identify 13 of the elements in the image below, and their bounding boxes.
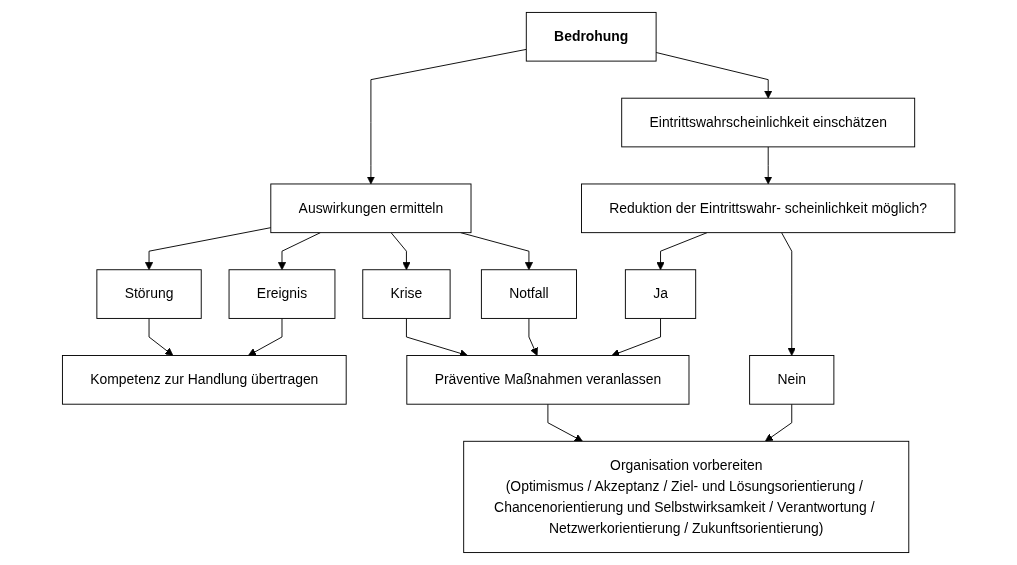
node-box: Reduktion der Eintrittswahr- scheinlichkeit möglich? [580, 183, 956, 234]
node-box: Bedrohung [525, 11, 657, 62]
node-box: Organisation vorbereiten (Optimismus / Akzeptanz / Ziel- und Lösungsorientierung / Chancenorientierung und Selbstwirksamkeit / Verantwortung / Netzwerkorientierung / Zukunftsorientierung) [463, 440, 910, 554]
node-box: Präventive Maßnahmen veranlassen [406, 355, 690, 405]
node-box: Notfall [480, 269, 577, 319]
node-box: Kompetenz zur Handlung übertragen [61, 355, 347, 405]
node-box: Krise [362, 269, 451, 319]
node-box: Nein [749, 355, 835, 405]
node-box: Ja [624, 269, 696, 319]
node-box: Auswirkungen ermitteln [270, 183, 472, 234]
node-box: Störung [96, 269, 202, 319]
node-box: Ereignis [228, 269, 336, 319]
node-box: Eintrittswahrscheinlichkeit einschätzen [621, 97, 915, 148]
